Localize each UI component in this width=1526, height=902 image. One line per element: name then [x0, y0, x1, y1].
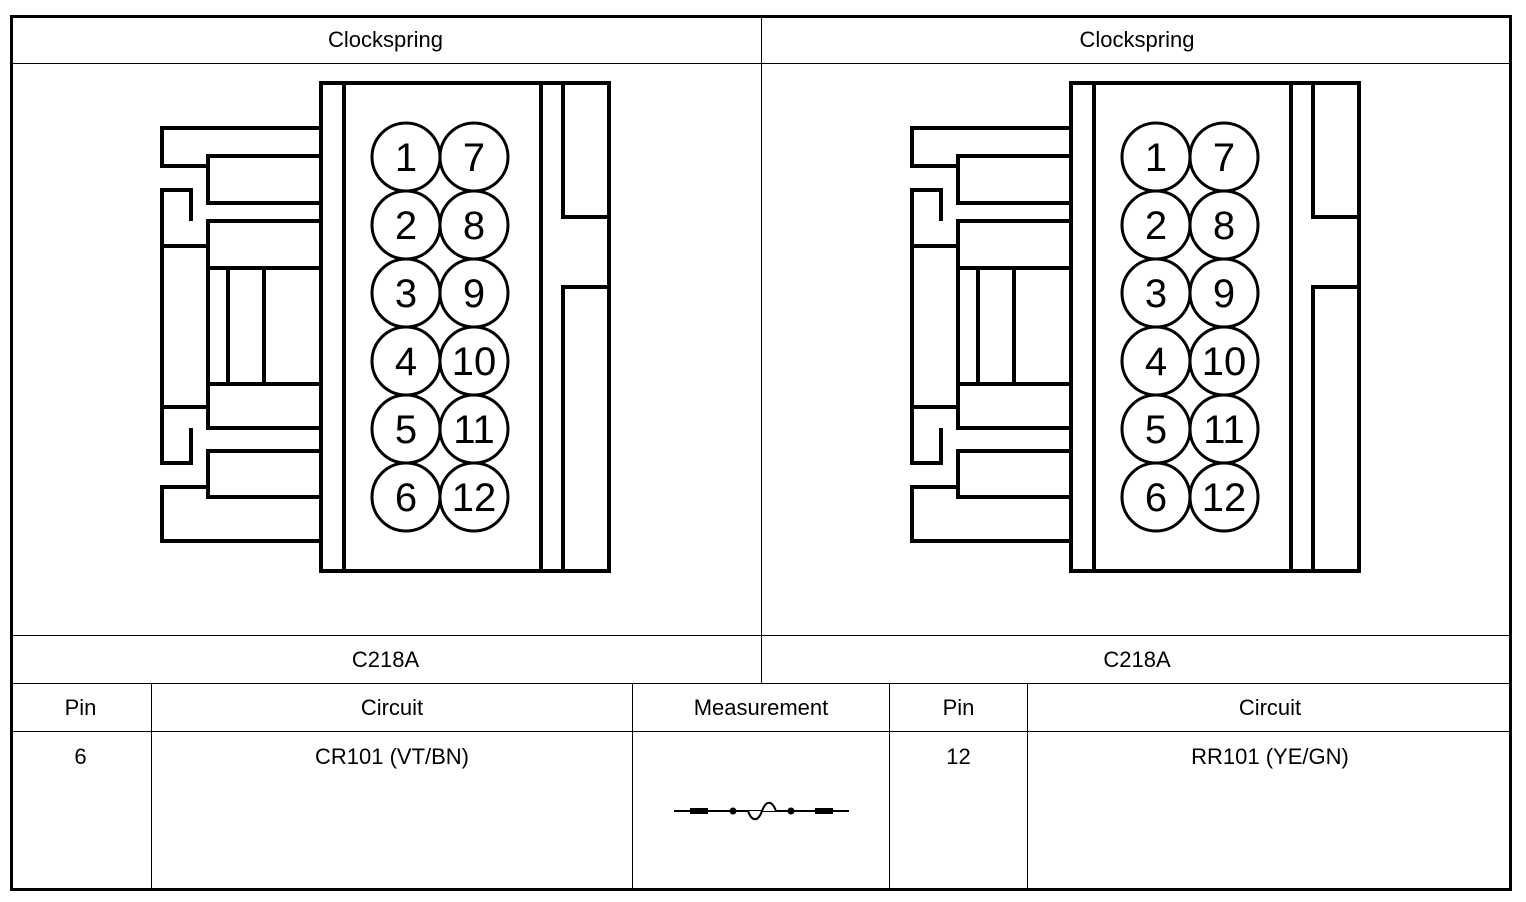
pin-label: 1 [1145, 136, 1167, 180]
pin-label: 8 [1213, 204, 1235, 248]
pin-label: 4 [395, 340, 417, 384]
pin-label: 2 [1145, 204, 1167, 248]
pin-label: 8 [463, 204, 485, 248]
divider-col-3 [889, 683, 890, 891]
header-pin-left: Pin [64, 694, 97, 720]
header-pin-right: Pin [942, 694, 975, 720]
row-circuit-right: RR101 (YE/GN) [1191, 744, 1349, 769]
divider-col-1 [151, 683, 152, 891]
pin-label: 10 [1202, 340, 1247, 384]
pin-label: 6 [395, 476, 417, 520]
pin-label: 6 [1145, 476, 1167, 520]
row-pin-right: 12 [946, 744, 971, 769]
pin-label: 12 [452, 476, 497, 520]
divider-col-2 [632, 683, 633, 891]
right-connector-id: C218A [1103, 646, 1171, 672]
right-connector-diagram: 1 2 3 4 5 6 7 8 9 10 11 12 [910, 81, 1361, 573]
left-connector-diagram: 1 2 3 4 5 6 7 8 9 10 11 12 [160, 81, 611, 573]
pin-label: 4 [1145, 340, 1167, 384]
divider-table-top [10, 683, 1512, 684]
left-panel-title: Clockspring [328, 26, 443, 52]
pin-label: 7 [463, 136, 485, 180]
header-measurement: Measurement [693, 694, 829, 720]
pin-label: 9 [1213, 272, 1235, 316]
pin-label: 5 [395, 408, 417, 452]
divider-vertical-top [761, 15, 762, 684]
row-circuit-left: CR101 (VT/BN) [314, 744, 470, 769]
pin-label: 11 [453, 408, 495, 452]
pin-label: 7 [1213, 136, 1235, 180]
pin-label: 9 [463, 272, 485, 316]
pin-label: 5 [1145, 408, 1167, 452]
divider-connector-row [10, 635, 1512, 636]
divider-header-row [10, 731, 1512, 732]
pin-label: 3 [1145, 272, 1167, 316]
header-circuit-right: Circuit [1238, 694, 1302, 720]
header-circuit-left: Circuit [360, 694, 424, 720]
pin-circles [1120, 121, 1260, 533]
row-pin-left: 6 [74, 744, 87, 769]
resistance-symbol-icon [674, 801, 849, 821]
pin-label: 2 [395, 204, 417, 248]
pin-label: 3 [395, 272, 417, 316]
pin-circles [370, 121, 510, 533]
pin-label: 11 [1203, 408, 1245, 452]
left-connector-id: C218A [351, 646, 420, 672]
divider-col-4 [1027, 683, 1028, 891]
pin-label: 10 [452, 340, 497, 384]
divider-title-row [10, 63, 1512, 64]
pin-label: 1 [395, 136, 417, 180]
right-panel-title: Clockspring [1079, 26, 1195, 52]
pin-label: 12 [1202, 476, 1247, 520]
